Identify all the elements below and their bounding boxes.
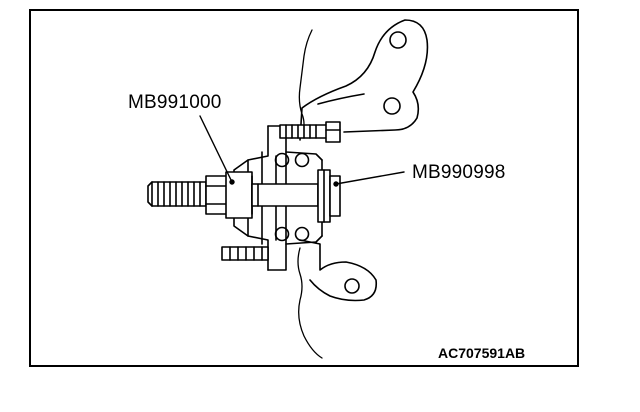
- leader-line-mb990998: [335, 171, 405, 185]
- knuckle-lower-arm: [299, 239, 378, 302]
- label-mb991000: MB991000: [128, 92, 222, 113]
- knuckle-upper-arm: [299, 19, 429, 141]
- label-mb990998: MB990998: [412, 162, 506, 183]
- knuckle-outline: [297, 29, 323, 359]
- tool-nut: [205, 175, 229, 215]
- hub-bolt-upper: [279, 121, 341, 143]
- leader-dot-mb991000: [229, 179, 235, 185]
- tool-shaft: [251, 183, 319, 207]
- wheel-stud-lower: [221, 246, 269, 261]
- leader-dot-mb990998: [333, 181, 339, 187]
- bearing-balls: [274, 152, 310, 242]
- threaded-rod: [147, 181, 207, 207]
- tool-plate-mb990998: [317, 169, 341, 223]
- figure-code: AC707591AB: [438, 345, 526, 361]
- leader-lines: [199, 115, 405, 187]
- leader-line-mb991000: [199, 115, 233, 183]
